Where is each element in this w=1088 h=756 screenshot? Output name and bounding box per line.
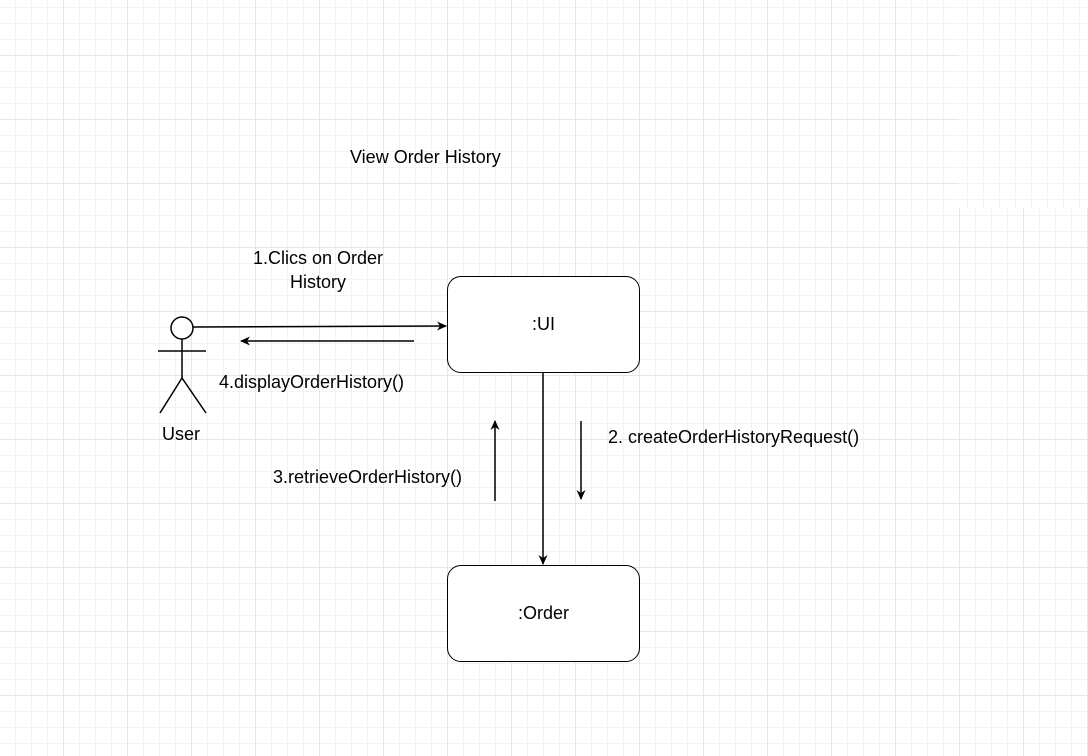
message-3-label: 3.retrieveOrderHistory()	[273, 467, 463, 487]
object-ui-label: :UI	[531, 314, 555, 334]
object-order-box[interactable]: :Order	[447, 565, 640, 662]
association-user-ui[interactable]	[192, 321, 447, 331]
message-1-line-1: 1.Clics on Order	[252, 248, 384, 268]
message-1-label: 1.Clics on Order History	[248, 246, 388, 294]
actor-leg-right	[181, 377, 207, 414]
object-ui-box[interactable]: :UI	[447, 276, 640, 373]
object-order-label: :Order	[517, 603, 569, 623]
actor-user-label: User	[162, 424, 201, 444]
actor-user-figure[interactable]	[158, 316, 207, 414]
grid-faded-patch	[958, 0, 1088, 208]
actor-leg-left	[159, 377, 183, 414]
message-4-label: 4.displayOrderHistory()	[219, 372, 405, 392]
message-1-line-2: History	[289, 272, 346, 292]
diagram-title: View Order History	[350, 147, 501, 167]
message-2-label: 2. createOrderHistoryRequest()	[608, 427, 860, 447]
actor-head	[170, 316, 194, 340]
